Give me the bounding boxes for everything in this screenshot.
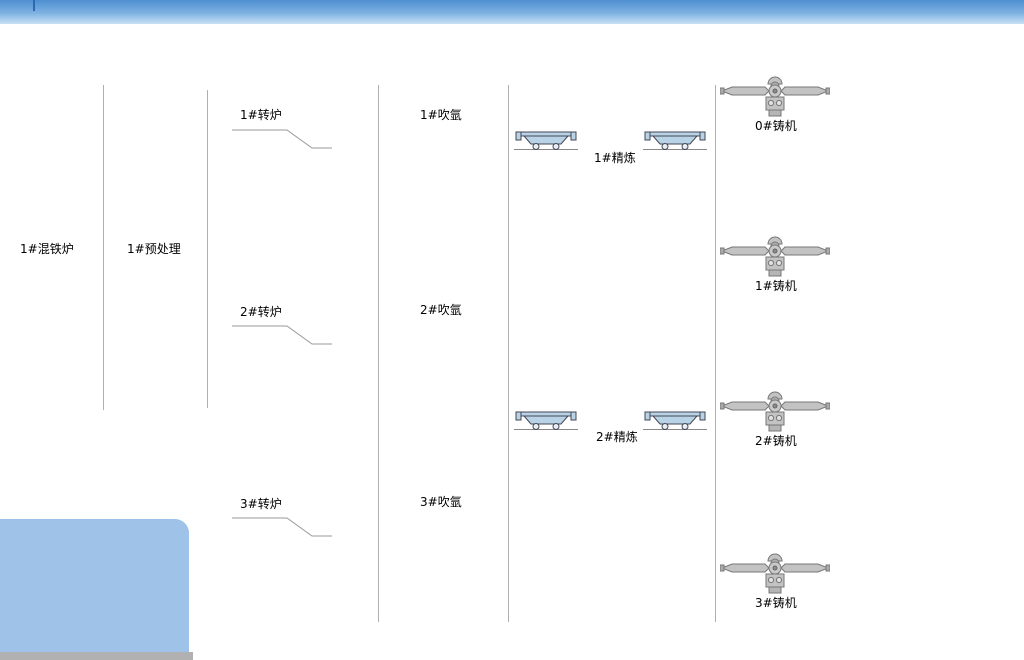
refining-2-label: 2#精炼 (596, 430, 638, 444)
caster-3-label: 3#铸机 (755, 596, 797, 610)
converter-3-chute-line[interactable] (232, 517, 332, 539)
converter-1-label: 1#转炉 (240, 108, 282, 122)
caster-turret-icon[interactable] (720, 549, 830, 595)
caster-1-label: 1#铸机 (755, 279, 797, 293)
converter-2-label: 2#转炉 (240, 305, 282, 319)
divider-line-converter (378, 85, 379, 622)
converter-2-chute-line[interactable] (232, 325, 332, 347)
refining-1-label: 1#精炼 (594, 151, 636, 165)
converter-3-label: 3#转炉 (240, 497, 282, 511)
divider-line-argon (508, 85, 509, 622)
ladle-car-icon[interactable] (514, 129, 578, 153)
caster-turret-icon[interactable] (720, 232, 830, 278)
ladle-car-icon[interactable] (643, 409, 707, 433)
ladle-car-icon[interactable] (643, 129, 707, 153)
caster-2-label: 2#铸机 (755, 434, 797, 448)
divider-line-pretreatment (207, 90, 208, 408)
ladle-car-icon[interactable] (514, 409, 578, 433)
argon-1-label: 1#吹氩 (420, 108, 462, 122)
bottom-left-panel (0, 519, 189, 652)
argon-2-label: 2#吹氩 (420, 303, 462, 317)
argon-3-label: 3#吹氩 (420, 495, 462, 509)
header-bar (0, 0, 1024, 24)
header-tick-mark (33, 0, 35, 11)
bottom-status-bar (0, 652, 193, 660)
converter-1-chute-line[interactable] (232, 129, 332, 151)
caster-turret-icon[interactable] (720, 387, 830, 433)
mixer-furnace-label: 1#混铁炉 (20, 242, 74, 256)
caster-turret-icon[interactable] (720, 72, 830, 118)
caster-0-label: 0#铸机 (755, 119, 797, 133)
divider-line-refining (715, 85, 716, 622)
divider-line-mixer (103, 85, 104, 410)
pretreatment-label: 1#预处理 (127, 242, 181, 256)
